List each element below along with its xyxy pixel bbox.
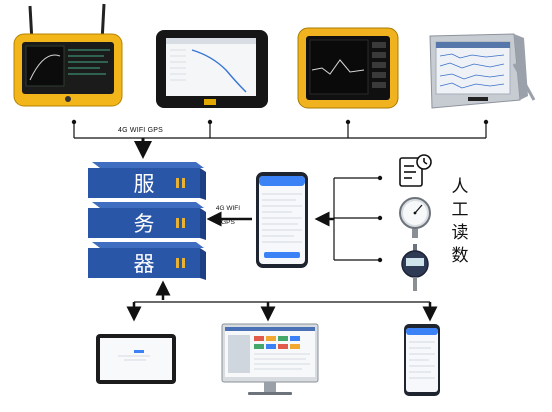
server-unit-3 [88, 242, 206, 280]
top-link-label: 4G WIFI GPS [118, 127, 163, 134]
clipboard-clock-icon [399, 154, 432, 187]
manual-reading-char-3: 读 [451, 223, 469, 243]
top-connector-dots [71, 119, 489, 125]
data-logger-device-4 [429, 33, 536, 109]
manual-reading-char-4: 数 [451, 246, 469, 266]
manual-reading-connector [333, 177, 380, 261]
server-char-1: 服 [134, 172, 155, 196]
monitor-device-3 [297, 27, 399, 109]
field-analyzer-device-1 [13, 3, 123, 107]
bottom-phone [404, 324, 440, 396]
server-stack: 服 务 器 [88, 162, 206, 280]
manual-reading-char-2: 工 [451, 200, 469, 220]
tablet-device-2 [156, 30, 268, 108]
manual-reading-dots [377, 175, 383, 263]
dial-indicator-icon [401, 244, 429, 291]
server-char-3: 器 [134, 252, 155, 276]
server-char-2: 务 [134, 212, 155, 236]
manual-reading-label: 人 工 读 数 [446, 176, 474, 268]
manual-reading-char-1: 人 [451, 177, 469, 197]
phone-link-line2: GPS [221, 219, 235, 226]
phone-link-label: 4G WIFI GPS [214, 205, 242, 227]
bottom-monitor [221, 323, 319, 395]
mobile-phone-middle [256, 172, 308, 268]
phone-link-line1: 4G WIFI [215, 205, 241, 212]
bottom-tablet [96, 334, 176, 384]
pressure-gauge-icon [399, 197, 431, 238]
server-unit-1 [88, 162, 206, 200]
server-unit-2 [88, 202, 206, 240]
